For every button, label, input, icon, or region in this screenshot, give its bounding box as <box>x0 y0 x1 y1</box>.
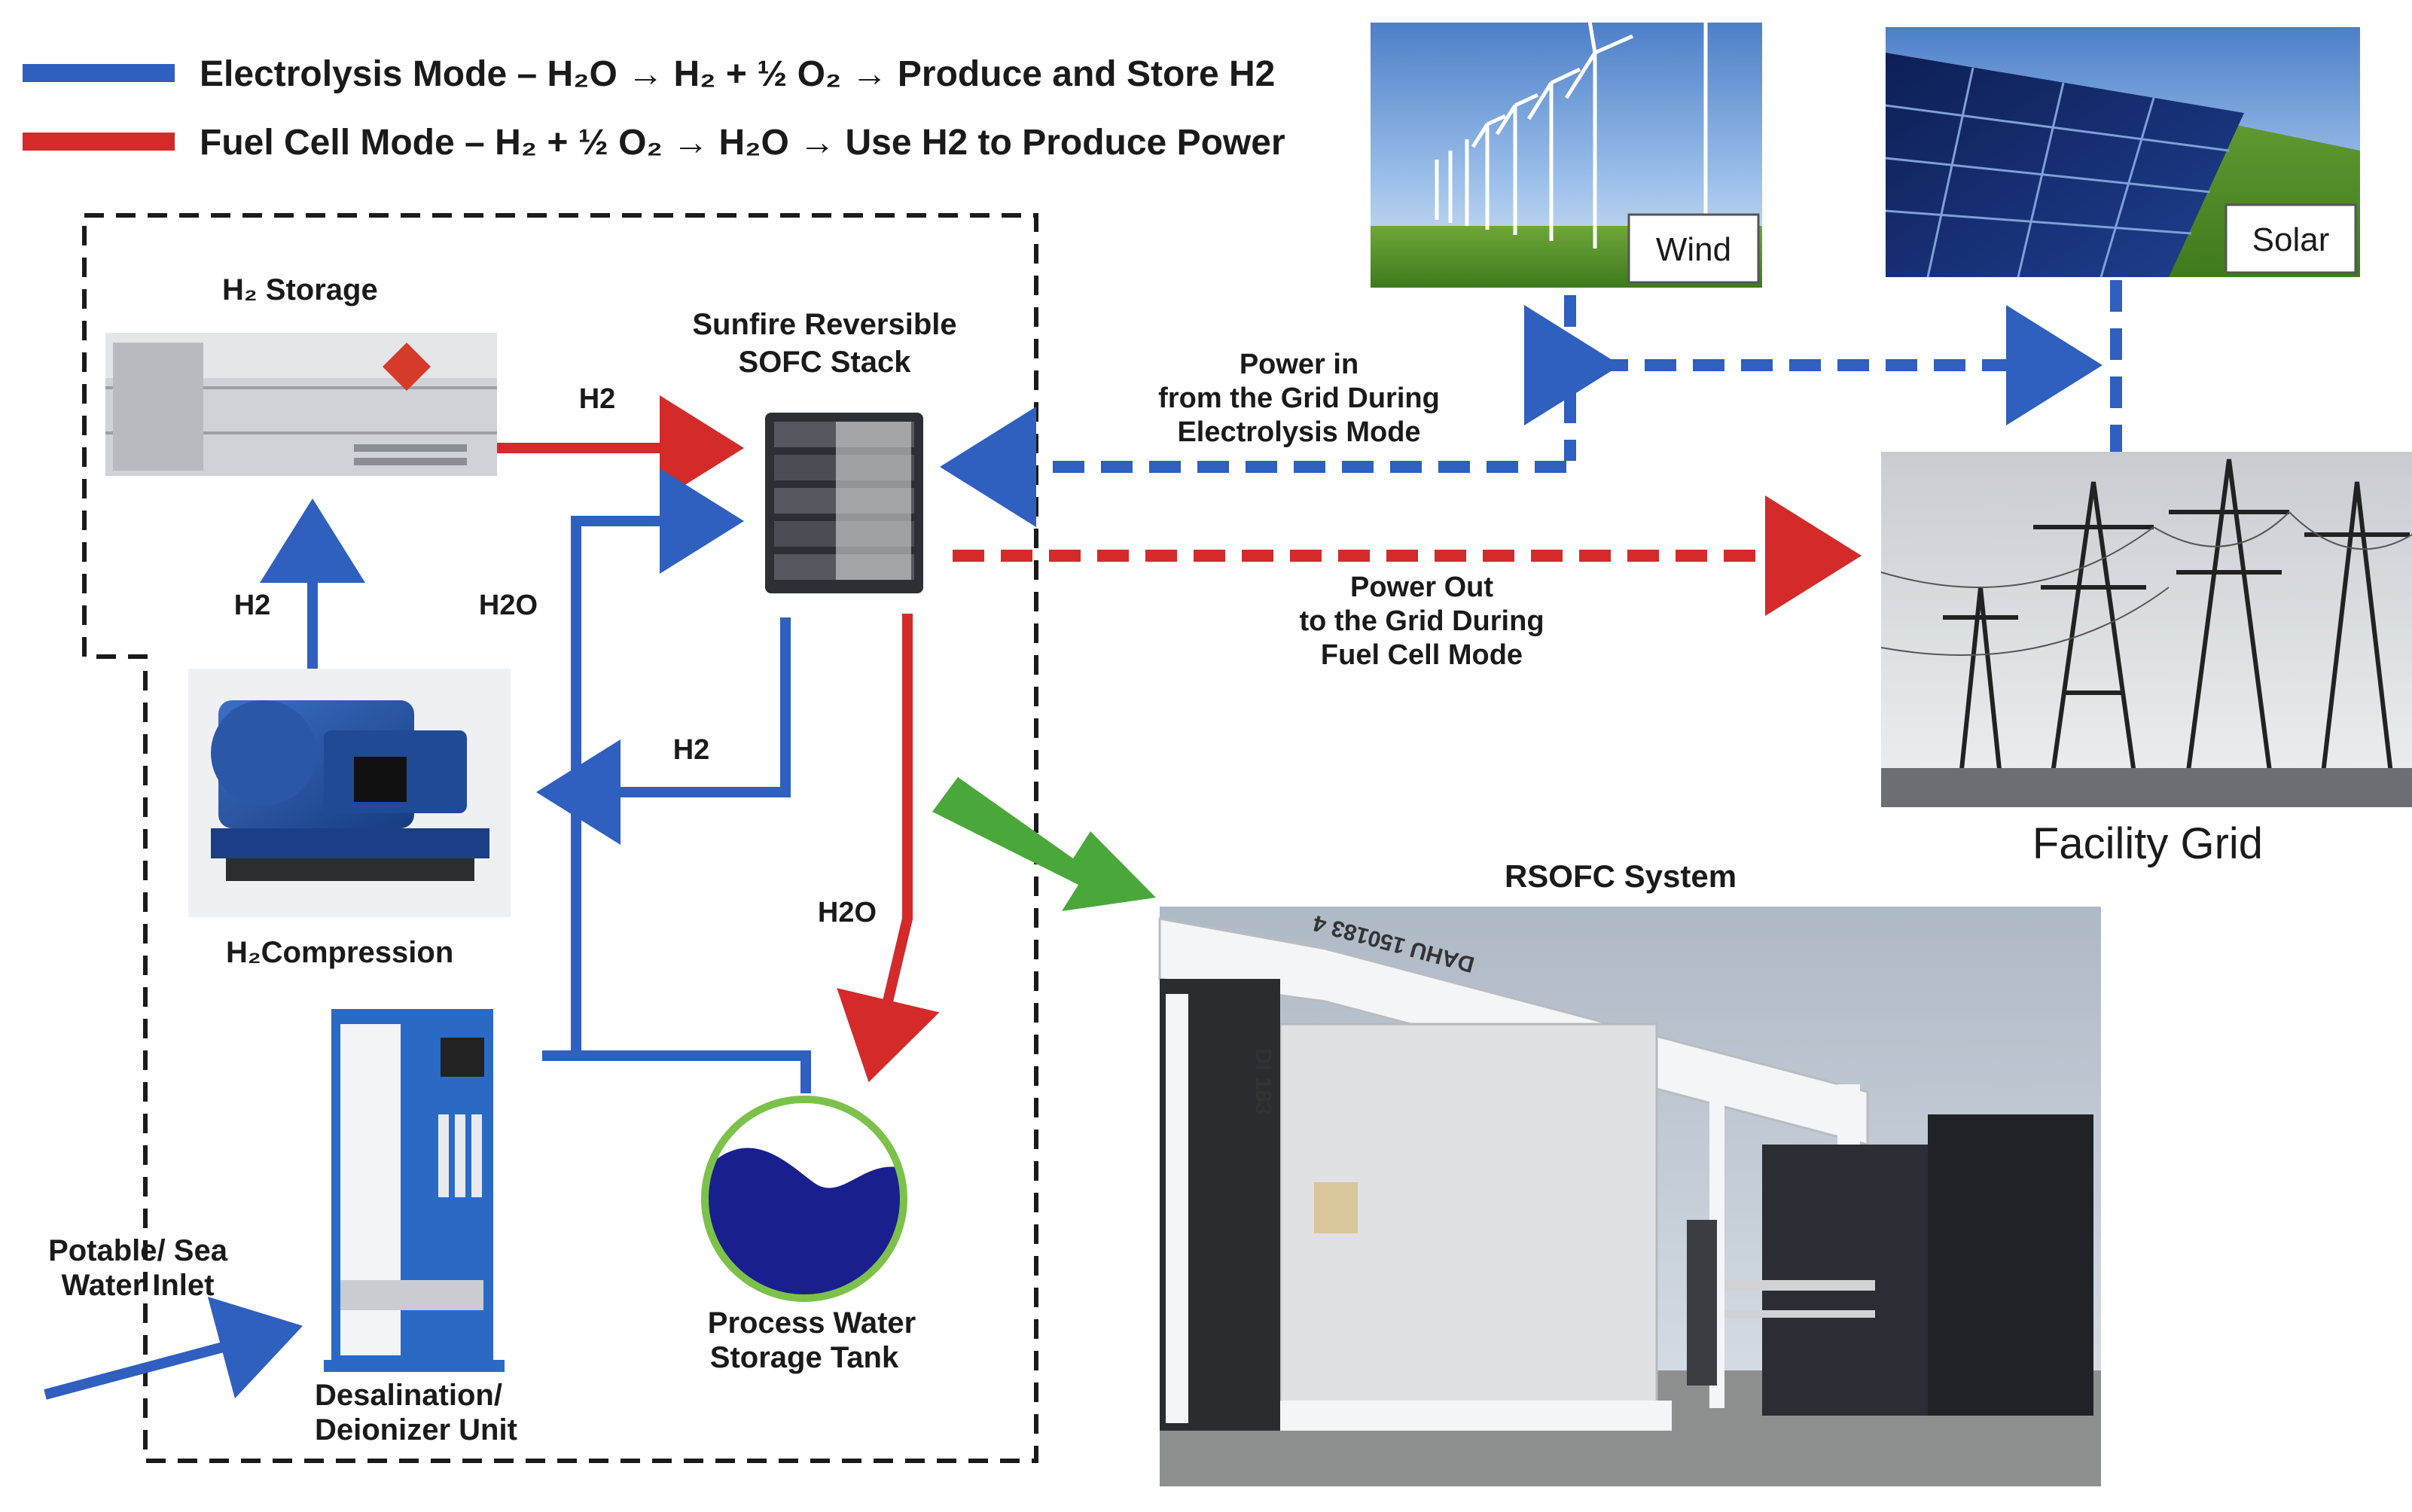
desalination-label-line1: Desalination/ <box>315 1379 502 1412</box>
rsofc-system-image: DAHU 150183 4 DI 183 <box>1158 907 2101 1486</box>
system-boundary <box>82 213 1038 1463</box>
power-in-label-line3: Electrolysis Mode <box>1177 416 1420 448</box>
flow-h2o-to-stack-label: H2O <box>479 590 538 621</box>
facility-grid-image <box>1880 452 2412 807</box>
flow-h2o-stack-to-tank-label: H2O <box>818 897 877 928</box>
tank-label-line1: Process Water <box>708 1306 916 1340</box>
desalination-unit-image <box>324 1009 505 1372</box>
flow-h2-storage-to-stack-label: H2 <box>579 383 616 415</box>
flow-h2o-stack-to-tank <box>837 614 940 1083</box>
water-inlet-label-line2: Water Inlet <box>62 1269 215 1302</box>
legend-electrolysis-label: Electrolysis Mode – H₂O → H₂ + ½ O₂ → Pr… <box>200 54 1275 94</box>
rsofc-pointer-arrow <box>932 777 1156 911</box>
stack-label-line1: Sunfire Reversible <box>692 308 956 341</box>
flow-h2-compressor-to-storage-label: H2 <box>234 590 271 621</box>
container-id-side: DI 183 <box>1251 1048 1276 1114</box>
tank-label-line2: Storage Tank <box>710 1341 899 1374</box>
flow-h2o-desal-to-stack <box>542 1050 811 1093</box>
stack-label-line2: SOFC Stack <box>739 346 912 379</box>
desalination-label-line2: Deionizer Unit <box>315 1413 517 1446</box>
facility-grid-label: Facility Grid <box>2032 819 2263 868</box>
power-in-label-line2: from the Grid During <box>1158 383 1440 414</box>
power-out-label-line2: to the Grid During <box>1299 605 1544 637</box>
flow-h2o-to-stack <box>571 468 744 1056</box>
power-out-label-line3: Fuel Cell Mode <box>1321 639 1523 671</box>
wind-image <box>1371 7 1762 288</box>
solar-label: Solar <box>2252 221 2330 258</box>
h2-storage-tank-image <box>105 333 497 476</box>
legend-fuel-cell-label: Fuel Cell Mode – H₂ + ½ O₂ → H₂O → Use H… <box>200 123 1285 163</box>
h2-storage-label: H₂ Storage <box>222 273 378 306</box>
power-in-label-line1: Power in <box>1240 349 1358 380</box>
power-out-label-line1: Power Out <box>1350 572 1493 603</box>
wind-tag: Wind <box>1627 213 1760 284</box>
process-water-tank <box>701 1096 907 1302</box>
flow-h2-stack-to-compressor-label: H2 <box>673 734 710 766</box>
sofc-stack-image <box>765 413 923 593</box>
water-inlet-arrow <box>44 1297 303 1400</box>
h2-compression-label: H₂Compression <box>226 936 453 969</box>
rsofc-system-label: RSOFC System <box>1505 858 1737 894</box>
water-inlet-label-line1: Potable/ Sea <box>48 1234 228 1267</box>
wind-label: Wind <box>1656 231 1731 268</box>
flow-h2-stack-to-compressor <box>536 617 791 845</box>
h2-compressor-image <box>188 669 511 917</box>
legend: Electrolysis Mode – H₂O → H₂ + ½ O₂ → Pr… <box>23 54 1285 163</box>
solar-tag: Solar <box>2224 203 2357 274</box>
